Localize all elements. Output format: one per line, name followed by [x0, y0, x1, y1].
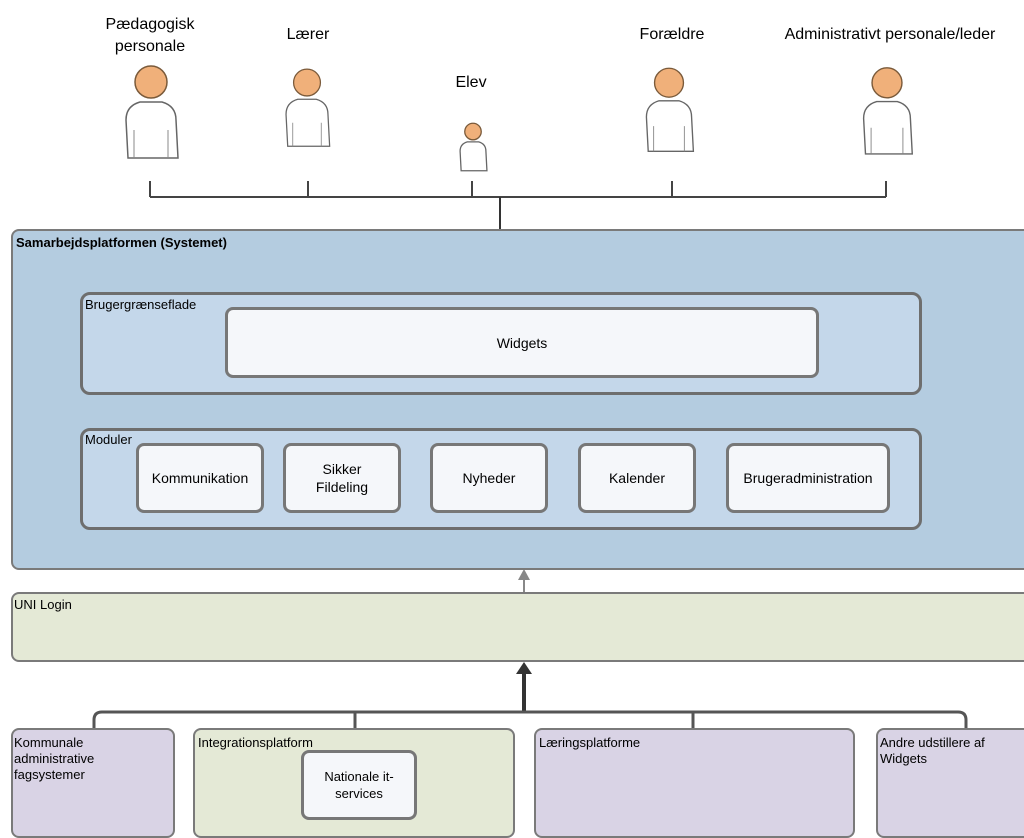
ui-panel-title: Brugergrænseflade	[85, 297, 197, 312]
person-icon-small	[457, 120, 489, 172]
module-kommunikation: Kommunikation	[136, 443, 264, 513]
uni-login-box	[11, 592, 1024, 662]
person-icon	[281, 60, 333, 152]
actor-label-elev: Elev	[455, 74, 487, 91]
source-kommunale-label: Kommunale administrative fagsystemer	[14, 735, 95, 782]
nationale-it-services-box: Nationale it-services	[301, 750, 417, 820]
system-title: Samarbejdsplatformen (Systemet)	[16, 235, 227, 250]
module-brugeradministration: Brugeradministration	[726, 443, 890, 513]
source-integrationsplatform-title: Integrationsplatform	[198, 735, 313, 750]
source-andre-udstillere	[876, 728, 1024, 838]
actor-label-laerer: Lærer	[286, 26, 330, 43]
modules-panel-title: Moduler	[85, 432, 132, 447]
uni-login-title: UNI Login	[14, 597, 72, 612]
source-laeringsplatforme-title: Læringsplatforme	[539, 735, 641, 750]
module-kalender: Kalender	[578, 443, 696, 513]
person-icon	[120, 60, 182, 160]
module-nyheder: Nyheder	[430, 443, 548, 513]
person-icon	[641, 60, 697, 156]
widgets-box: Widgets	[225, 307, 819, 378]
actor-label-foraeldre: Forældre	[639, 26, 705, 43]
actor-label-admin: Administrativt personale/leder	[784, 26, 996, 43]
person-icon	[858, 60, 916, 158]
source-andre-udstillere-label: Andre udstillere af Widgets	[880, 735, 985, 766]
source-laeringsplatforme	[534, 728, 855, 838]
actor-label-paedagogisk: Pædagogisk personale	[105, 16, 195, 55]
